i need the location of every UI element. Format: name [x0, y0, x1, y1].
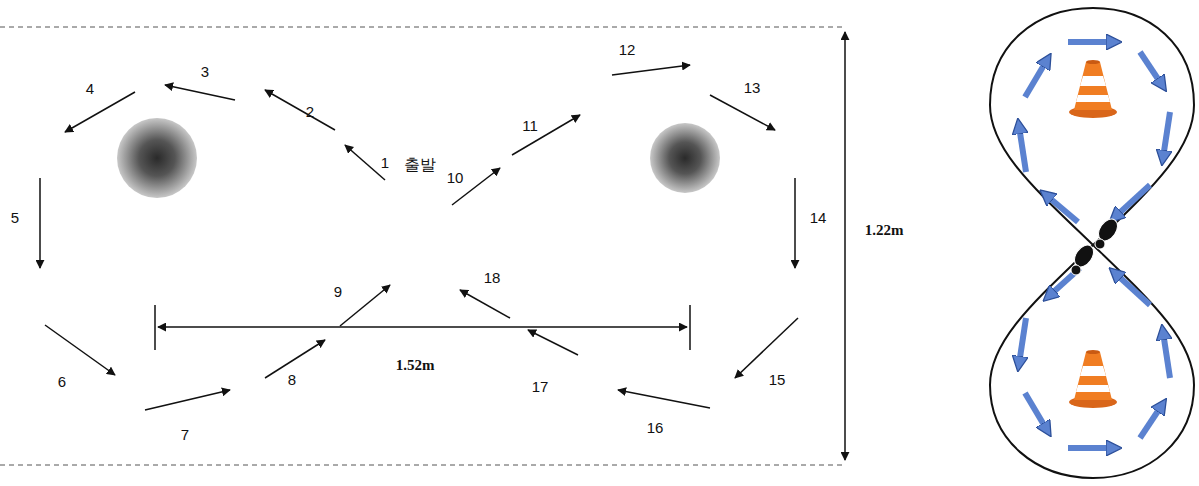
dimension-label: 1.22m — [863, 222, 906, 239]
dimension-line — [158, 326, 687, 328]
boundary-line — [0, 27, 845, 28]
figure-eight-outline — [990, 8, 1194, 478]
footprints — [1071, 216, 1122, 275]
traffic-cone — [1069, 350, 1117, 408]
callout-number: 11 — [522, 118, 538, 135]
callout-number: 12 — [619, 42, 636, 59]
callout-number: 2 — [306, 104, 314, 121]
dimension-tick — [154, 305, 156, 350]
callout-number: 14 — [810, 210, 827, 227]
callout-number: 15 — [769, 372, 786, 389]
callout-number: 9 — [334, 284, 342, 301]
callout-number: 6 — [58, 374, 66, 391]
direction-arrows — [1019, 42, 1170, 448]
path-arrows — [40, 65, 798, 410]
callout-number: 7 — [181, 427, 189, 444]
callout-number: 17 — [532, 379, 549, 396]
boundary-line — [0, 465, 845, 466]
cone-marker — [650, 123, 720, 193]
traffic-cone — [1069, 60, 1117, 118]
callout-number: 16 — [647, 420, 664, 437]
dimension-label: 1.52m — [394, 357, 437, 374]
callout-number: 10 — [447, 170, 464, 187]
dimension-tick — [689, 305, 691, 350]
callout-number: 3 — [201, 64, 209, 81]
callout-number: 4 — [86, 81, 94, 98]
cone-marker — [117, 118, 197, 198]
dimension-line — [844, 32, 846, 460]
callout-number: 5 — [11, 210, 19, 227]
callout-number: 8 — [288, 372, 296, 389]
callout-number: 1 — [381, 155, 389, 172]
callout-number: 18 — [484, 270, 501, 287]
callout-number: 13 — [744, 80, 761, 97]
start-label: 출발 — [404, 156, 436, 174]
